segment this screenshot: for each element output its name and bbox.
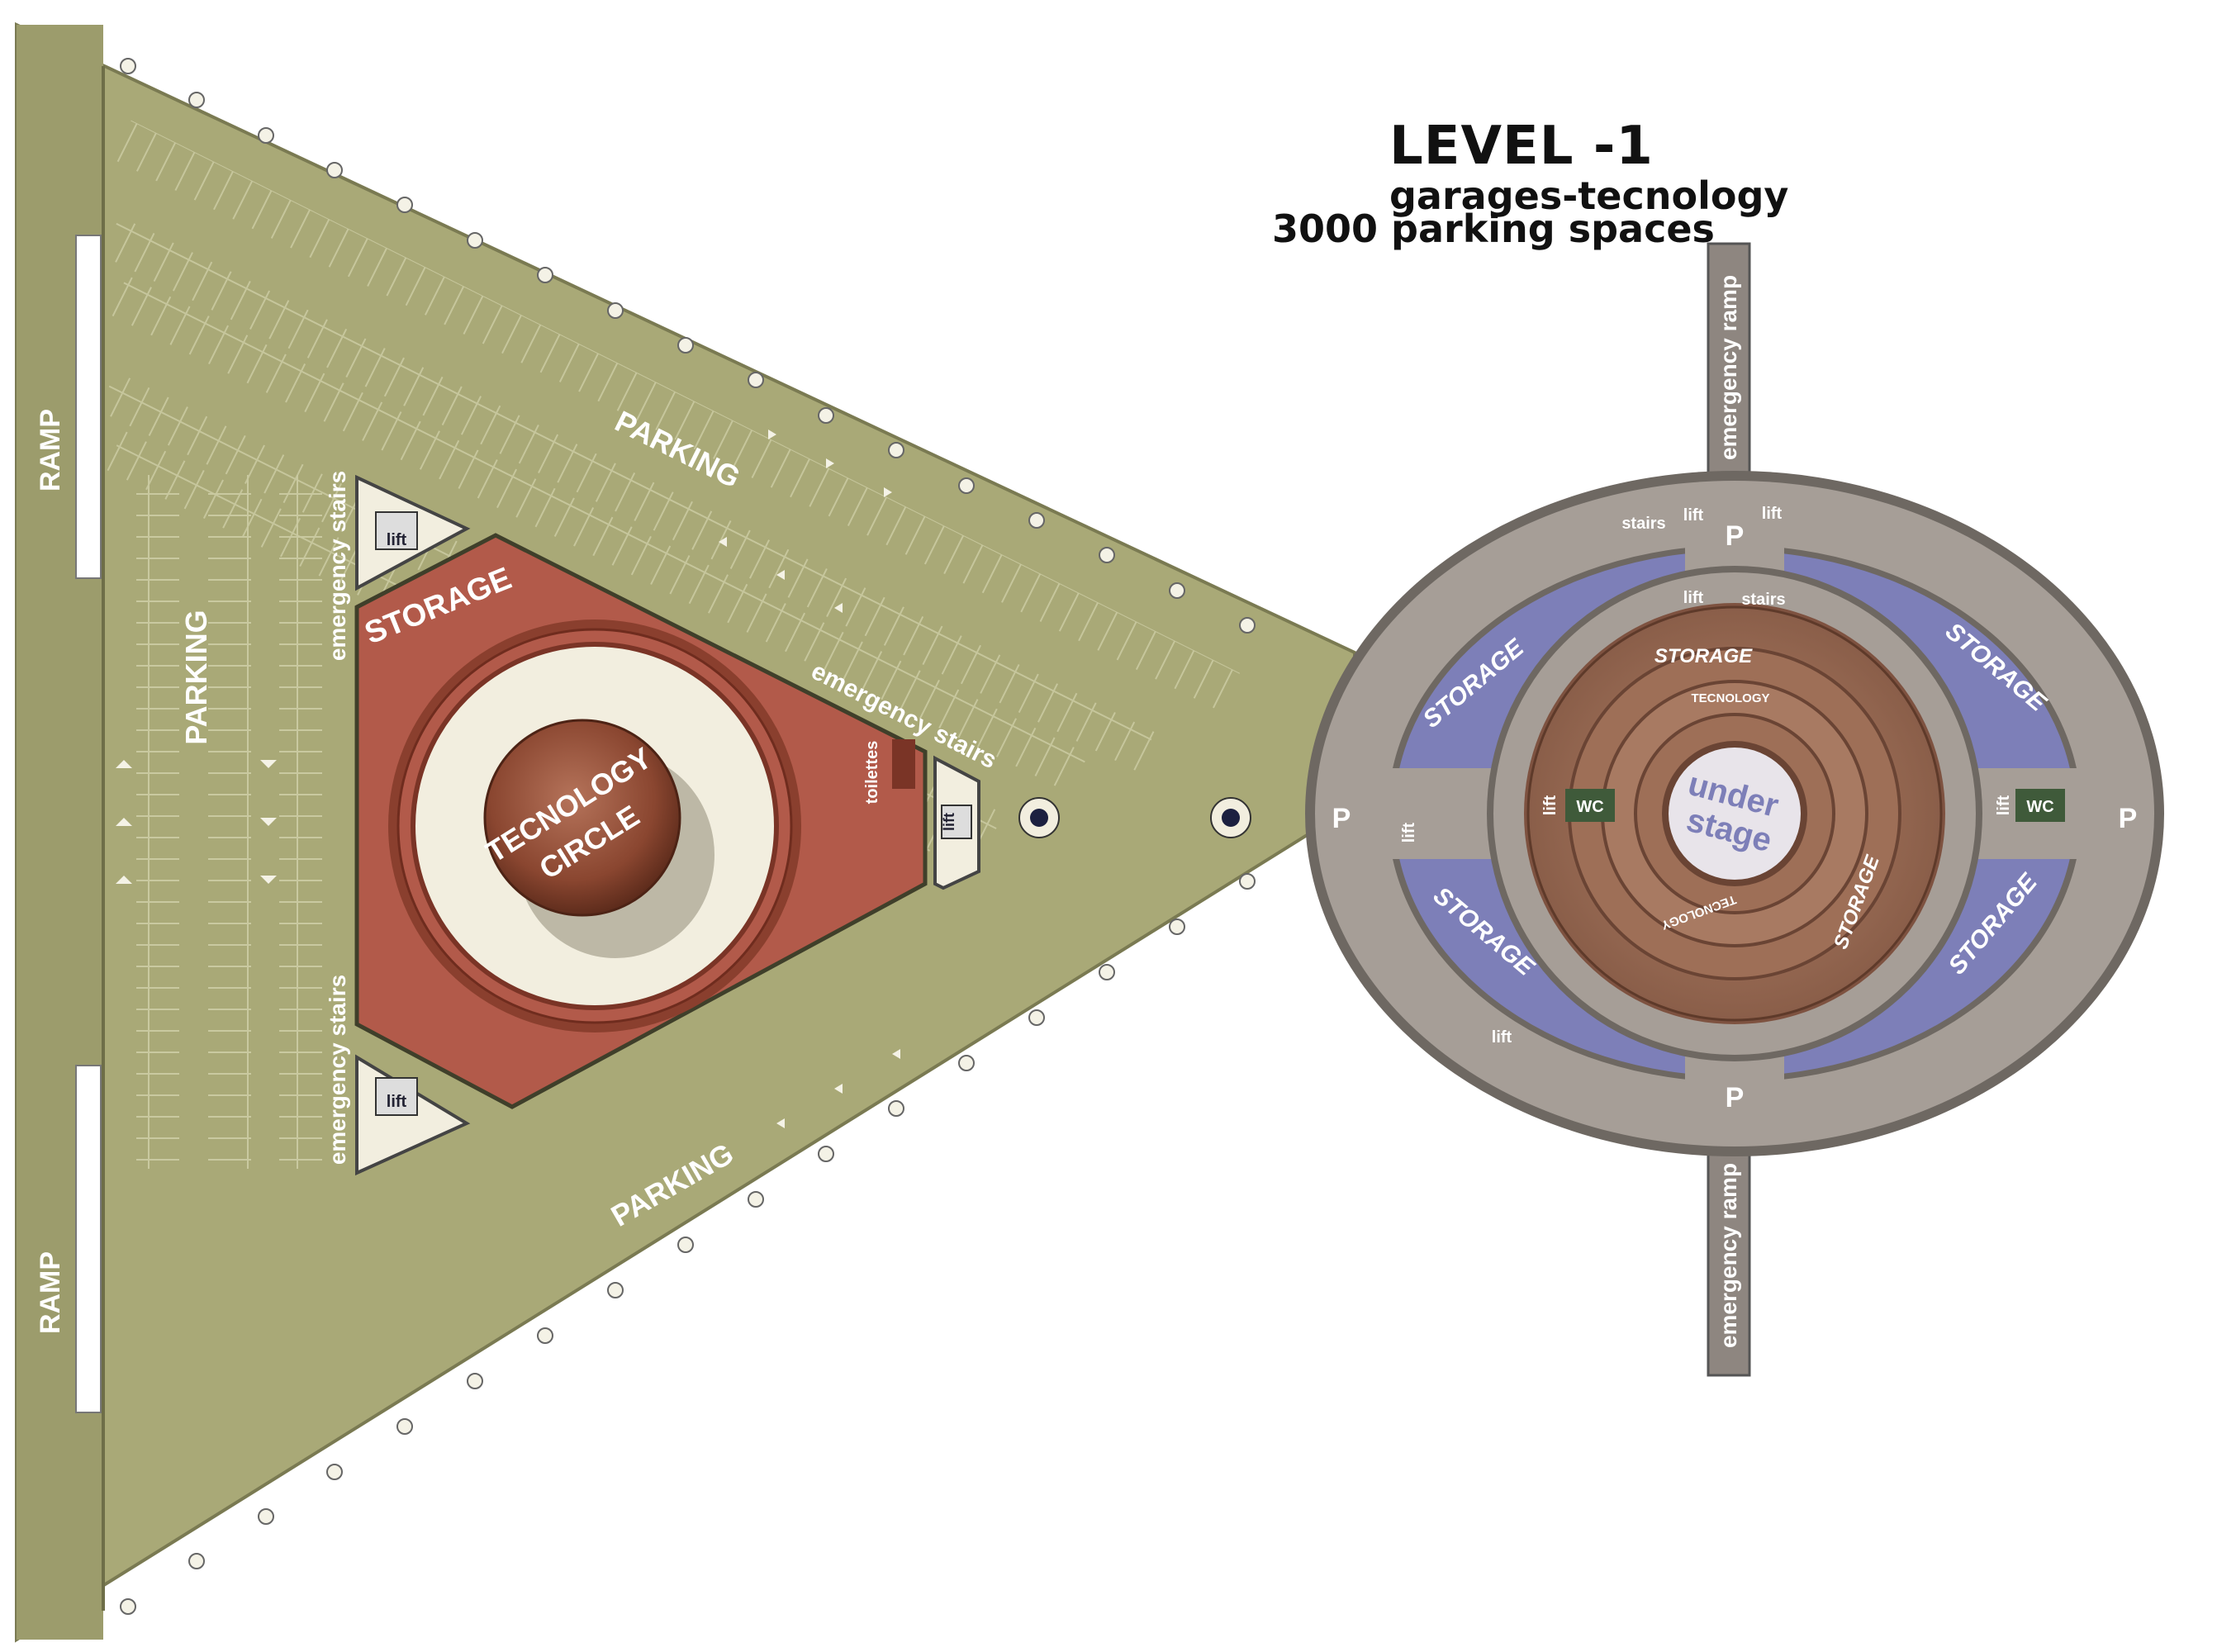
p-top: P <box>1726 520 1745 552</box>
lift-top-left-label: lift <box>1683 506 1704 525</box>
p-bottom: P <box>1726 1082 1745 1113</box>
emergency-ramp-top[interactable] <box>1707 242 1751 497</box>
oval-garage: emergency ramp emergency ramp P P P P st… <box>1305 242 2164 1377</box>
ramp-bottom-label: RAMP <box>35 1251 66 1334</box>
p-left: P <box>1332 803 1351 834</box>
stairs-top-label: stairs <box>1621 515 1665 533</box>
lift-bottom-label: lift <box>387 1093 407 1111</box>
triangle-garage: RAMP RAMP PARKING PARKING PARKING lift e… <box>15 21 1356 1643</box>
emergency-stairs-bottom-label: emergency stairs <box>325 975 350 1165</box>
lift-right-inner-label: lift <box>1995 795 2013 815</box>
parking-label-left: PARKING <box>179 610 213 744</box>
emergency-ramp-bottom[interactable] <box>1707 1134 1751 1377</box>
tecnology-top-label: TECNOLOGY <box>1691 691 1769 705</box>
lift-right-label: lift <box>941 813 957 831</box>
parking-rows-left <box>136 475 322 1169</box>
wc-right-block <box>2015 789 2065 822</box>
lift-left-label: lift <box>1400 822 1418 843</box>
p-right: P <box>2119 803 2138 834</box>
tecnology-circle: TECNOLOGY CIRCLE <box>388 620 801 1032</box>
lift-left-inner-label: lift <box>1541 795 1560 815</box>
lift-inner-label: lift <box>1683 589 1704 607</box>
lift-top-right-label: lift <box>1762 505 1783 523</box>
stair-block-top: lift <box>355 474 471 591</box>
neck-columns <box>1018 797 1251 838</box>
ramp-top-label: RAMP <box>35 409 66 491</box>
perimeter-columns <box>120 58 1256 1615</box>
emergency-stairs-top-label: emergency stairs <box>325 471 350 661</box>
stair-block-bottom: lift <box>355 1054 471 1176</box>
lift-top-label: lift <box>387 531 407 549</box>
level-title: LEVEL -1 <box>1389 116 1654 177</box>
wc-left-label: WC <box>1576 798 1603 816</box>
direction-arrows <box>116 430 900 1128</box>
lift-bottom-left-label: lift <box>1492 1028 1512 1047</box>
ramp-bottom-bar[interactable] <box>75 1065 102 1413</box>
title-block: LEVEL -1 garages-tecnology 3000 parking … <box>1272 116 1788 251</box>
toilettes-block <box>892 739 915 789</box>
wc-right-label: WC <box>2026 798 2053 816</box>
toilettes-label: toilettes <box>863 741 881 805</box>
level-subtitle: garages-tecnology <box>1389 173 1789 218</box>
lift-block-right: lift <box>933 755 980 890</box>
stairs-inner-label: stairs <box>1741 591 1785 609</box>
emergency-ramp-bottom-label: emergency ramp <box>1716 1163 1741 1348</box>
emergency-ramp-top-label: emergency ramp <box>1716 275 1741 460</box>
storage-inner-top-label: STORAGE <box>1654 645 1753 667</box>
ramp-top-bar[interactable] <box>75 235 102 579</box>
parking-capacity: 3000 parking spaces <box>1272 206 1715 251</box>
wc-left-block <box>1565 789 1615 822</box>
